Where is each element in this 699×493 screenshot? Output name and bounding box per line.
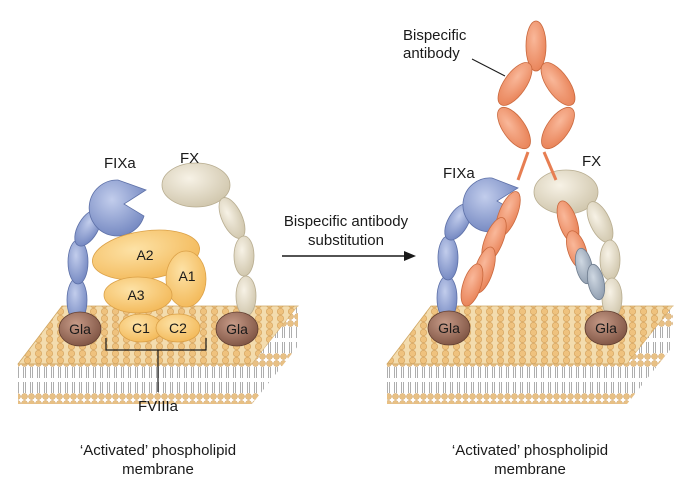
left-membrane-caption-line2: membrane bbox=[122, 461, 194, 478]
domain-a3-label: A3 bbox=[127, 287, 144, 303]
domain-c1-label: C1 bbox=[132, 320, 150, 336]
left-panel: A2 A1 A3 C1 C2 Gla Gla FIXa FX FVIIIa ‘A… bbox=[17, 150, 299, 478]
right-panel: Gla Gla Bispecific antibody FIXa FX ‘Act… bbox=[386, 20, 674, 478]
left-gla-fixa-label: Gla bbox=[69, 321, 91, 337]
left-membrane-caption-line1: ‘Activated’ phospholipid bbox=[80, 442, 236, 459]
right-membrane-caption-line1: ‘Activated’ phospholipid bbox=[452, 442, 608, 459]
substitution-arrow: Bispecific antibody substitution bbox=[282, 213, 416, 261]
domain-a2-label: A2 bbox=[136, 247, 153, 263]
left-fixa-pacman-shape bbox=[88, 179, 147, 237]
left-fx-protein bbox=[161, 162, 257, 317]
left-fixa-protein bbox=[66, 179, 147, 323]
right-fixa-label: FIXa bbox=[443, 165, 475, 182]
left-fviiia-protein: A2 A1 A3 C1 C2 bbox=[92, 229, 207, 343]
fviiia-label: FVIIIa bbox=[138, 398, 179, 415]
antibody-label-line2: antibody bbox=[403, 45, 460, 62]
bispecific-antibody bbox=[460, 20, 606, 307]
left-gla-fx-label: Gla bbox=[226, 321, 248, 337]
antibody-leader-line bbox=[471, 58, 506, 77]
left-fx-label: FX bbox=[180, 150, 199, 167]
fviiia-bracket bbox=[105, 338, 207, 392]
right-gla-fixa-label: Gla bbox=[438, 320, 460, 336]
right-gla-domains: Gla Gla bbox=[427, 310, 628, 346]
right-gla-fx-label: Gla bbox=[595, 320, 617, 336]
antibody-label-line1: Bispecific bbox=[403, 27, 467, 44]
right-membrane-caption-line2: membrane bbox=[494, 461, 566, 478]
right-fx-label: FX bbox=[582, 153, 601, 170]
arrow-label-line1: Bispecific antibody bbox=[284, 213, 409, 230]
arrow-label-line2: substitution bbox=[308, 232, 384, 249]
domain-a1-label: A1 bbox=[178, 268, 195, 284]
domain-c2-label: C2 bbox=[169, 320, 187, 336]
left-fixa-label: FIXa bbox=[104, 155, 136, 172]
arrow-head-icon bbox=[404, 251, 416, 261]
left-gla-domains: Gla Gla bbox=[58, 311, 259, 347]
right-fx-protein bbox=[533, 169, 623, 319]
